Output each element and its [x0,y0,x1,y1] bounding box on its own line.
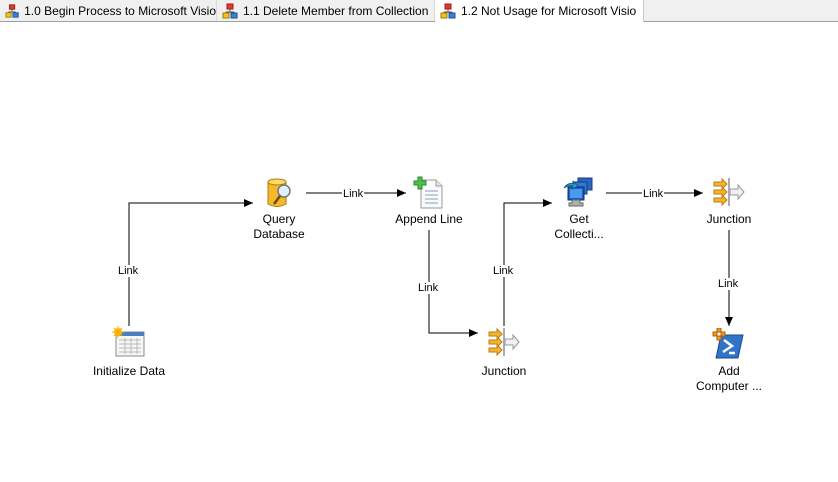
runbook-icon [5,3,19,18]
activity-junction-1[interactable]: Junction [474,326,534,379]
link-append-to-junction[interactable] [428,230,478,337]
activity-label: Junction [706,212,752,226]
activity-query-database[interactable]: Query Database [239,176,319,242]
activity-label: Add Computer ... [695,364,763,393]
link-label: Link [717,278,740,290]
link-label: Link [117,265,140,277]
runbook-tab-bar: 1.0 Begin Process to Microsoft Visio 1.1… [0,0,838,22]
tab-label: 1.0 Begin Process to Microsoft Visio [24,3,216,18]
powershell-icon [712,328,744,359]
activity-label: Query Database [253,212,305,241]
activity-initialize-data[interactable]: Initialize Data [84,326,174,379]
activity-label: Append Line [395,212,463,226]
tab-1-1-delete-member[interactable]: 1.1 Delete Member from Collection [217,0,435,21]
link-label: Link [417,282,440,294]
runbook-designer-canvas[interactable]: Link Link Link Link Link Link Initialize… [0,22,838,482]
link-label: Link [342,188,365,200]
link-initialize-to-query[interactable] [128,199,253,326]
link-lines [128,189,733,337]
activity-label: Junction [481,364,527,378]
link-junction-to-getcollection[interactable] [503,199,552,326]
activity-label: Initialize Data [92,364,166,378]
activity-junction-2[interactable]: Junction [699,176,759,227]
query-database-icon [267,178,291,207]
activity-get-collection[interactable]: Get Collecti... [539,176,619,242]
activity-add-computer[interactable]: Add Computer ... [684,328,774,394]
tab-label: 1.2 Not Usage for Microsoft Visio [461,4,637,18]
junction-icon [488,327,520,357]
activity-append-line[interactable]: Append Line [389,176,469,227]
initialize-data-icon [112,326,145,357]
tab-1-2-not-usage[interactable]: 1.2 Not Usage for Microsoft Visio [435,0,644,22]
runbook-icon [222,3,238,18]
junction-icon [713,177,745,207]
link-label: Link [642,188,665,200]
tab-label: 1.1 Delete Member from Collection [243,3,429,18]
get-collection-icon [563,177,593,207]
tab-1-0-begin-process[interactable]: 1.0 Begin Process to Microsoft Visio [0,0,217,21]
link-label: Link [492,265,515,277]
append-line-icon [413,176,443,209]
activity-label: Get Collecti... [554,212,604,241]
runbook-icon [440,3,456,19]
